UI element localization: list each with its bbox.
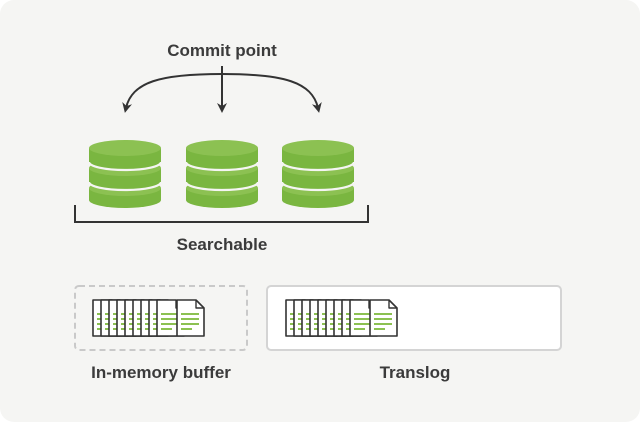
database-icon bbox=[87, 138, 163, 210]
database-icon bbox=[280, 138, 356, 210]
commit-arrows bbox=[122, 66, 322, 113]
segments bbox=[87, 138, 356, 210]
in-memory-buffer-label: In-memory buffer bbox=[91, 363, 231, 382]
document-stack-icon bbox=[93, 300, 204, 336]
searchable-bracket bbox=[74, 205, 369, 223]
commit-point-label: Commit point bbox=[167, 41, 277, 60]
arrow-left bbox=[122, 73, 223, 113]
searchable-label: Searchable bbox=[177, 235, 268, 254]
arrow-right bbox=[221, 73, 322, 113]
document-stack-icon bbox=[286, 300, 397, 336]
translog-label: Translog bbox=[380, 363, 451, 382]
database-icon bbox=[184, 138, 260, 210]
